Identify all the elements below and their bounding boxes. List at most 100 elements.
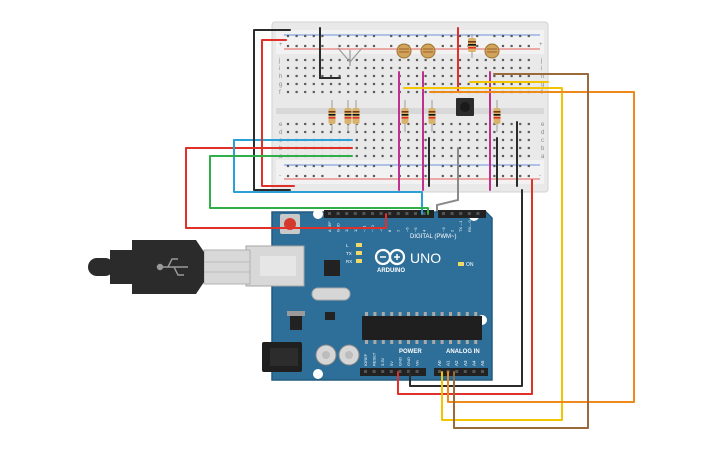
hole bbox=[519, 146, 522, 150]
hole bbox=[355, 146, 358, 150]
row-letter: i bbox=[541, 66, 542, 72]
capacitor-1 bbox=[315, 344, 337, 366]
hole bbox=[321, 90, 324, 94]
pin-label: GND bbox=[406, 357, 411, 366]
resistor[interactable] bbox=[401, 100, 409, 132]
reset-button[interactable] bbox=[280, 214, 300, 234]
pin[interactable] bbox=[438, 370, 441, 373]
pin[interactable] bbox=[415, 370, 419, 373]
hole bbox=[476, 74, 479, 78]
resistor[interactable] bbox=[344, 100, 352, 132]
pin[interactable] bbox=[422, 212, 426, 215]
chip-pin bbox=[474, 312, 478, 316]
pin[interactable] bbox=[450, 212, 454, 215]
pin[interactable] bbox=[381, 370, 385, 373]
pin[interactable] bbox=[371, 212, 374, 215]
hole bbox=[312, 164, 315, 168]
hole bbox=[415, 44, 419, 48]
pin[interactable] bbox=[362, 212, 366, 215]
hole bbox=[355, 44, 358, 48]
hole bbox=[364, 90, 367, 94]
hole bbox=[527, 122, 530, 126]
pin-label: 12 bbox=[353, 227, 358, 232]
hole bbox=[501, 138, 505, 142]
pin[interactable] bbox=[372, 370, 376, 373]
hole bbox=[450, 82, 453, 86]
hole bbox=[441, 146, 444, 150]
hole bbox=[510, 130, 513, 134]
resistor[interactable] bbox=[328, 100, 336, 132]
hole bbox=[501, 146, 505, 150]
hole bbox=[527, 130, 530, 134]
hole bbox=[467, 146, 470, 150]
hole bbox=[510, 122, 513, 126]
pin[interactable] bbox=[396, 212, 400, 215]
pin[interactable] bbox=[364, 370, 367, 373]
hole bbox=[295, 44, 298, 48]
pin[interactable] bbox=[336, 212, 340, 215]
hole bbox=[476, 174, 479, 178]
resistor-top[interactable] bbox=[468, 34, 476, 58]
hole bbox=[338, 174, 341, 178]
hole bbox=[338, 74, 341, 78]
chip-pin bbox=[373, 340, 377, 344]
hole bbox=[484, 146, 487, 150]
hole bbox=[415, 130, 419, 134]
hole bbox=[484, 82, 487, 86]
pin[interactable] bbox=[476, 212, 480, 215]
pin[interactable] bbox=[414, 212, 417, 215]
hole bbox=[364, 44, 367, 48]
photoresistor-3[interactable] bbox=[484, 43, 500, 59]
hole bbox=[347, 174, 350, 178]
pin[interactable] bbox=[345, 212, 349, 215]
hole bbox=[527, 138, 530, 142]
pin-label: 5V bbox=[389, 361, 394, 366]
led-component[interactable] bbox=[337, 47, 363, 66]
chip-pin bbox=[440, 340, 444, 344]
resistor[interactable] bbox=[493, 100, 501, 132]
hole bbox=[390, 44, 393, 48]
resistor[interactable] bbox=[352, 100, 360, 132]
hole bbox=[501, 34, 505, 38]
hole bbox=[295, 164, 298, 168]
pin[interactable] bbox=[455, 370, 459, 373]
pin-label: ~5 bbox=[413, 227, 418, 232]
led bbox=[356, 259, 362, 263]
row-letter: d bbox=[541, 130, 544, 136]
pin-label: GND bbox=[397, 357, 402, 366]
pin-label: A5 bbox=[480, 360, 485, 366]
hole bbox=[329, 58, 333, 62]
pin[interactable] bbox=[407, 370, 410, 373]
chip-pin bbox=[449, 312, 452, 316]
arduino-logo bbox=[374, 248, 406, 266]
pin[interactable] bbox=[467, 212, 471, 215]
pin[interactable] bbox=[459, 212, 463, 215]
photoresistor-1[interactable] bbox=[396, 43, 412, 59]
hole bbox=[372, 58, 376, 62]
pin[interactable] bbox=[389, 370, 393, 373]
mounting-hole bbox=[313, 369, 323, 379]
hole bbox=[381, 122, 384, 126]
pin[interactable] bbox=[481, 370, 484, 373]
pin[interactable] bbox=[353, 212, 357, 215]
pin[interactable] bbox=[442, 212, 445, 215]
pin[interactable] bbox=[472, 370, 476, 373]
hole bbox=[424, 164, 427, 168]
pin[interactable] bbox=[388, 212, 392, 215]
hole bbox=[415, 74, 419, 78]
rail-minus-label-right: - bbox=[539, 173, 541, 179]
resistor[interactable] bbox=[428, 100, 436, 132]
pin[interactable] bbox=[379, 212, 383, 215]
hole bbox=[450, 164, 453, 168]
pin[interactable] bbox=[463, 370, 467, 373]
push-button[interactable] bbox=[456, 98, 474, 116]
pin[interactable] bbox=[328, 212, 331, 215]
pin[interactable] bbox=[405, 212, 409, 215]
chip-pin bbox=[457, 340, 461, 344]
on-label: ON bbox=[466, 262, 474, 268]
photoresistor-2[interactable] bbox=[420, 43, 436, 59]
pin[interactable] bbox=[398, 370, 402, 373]
hole bbox=[364, 58, 367, 62]
